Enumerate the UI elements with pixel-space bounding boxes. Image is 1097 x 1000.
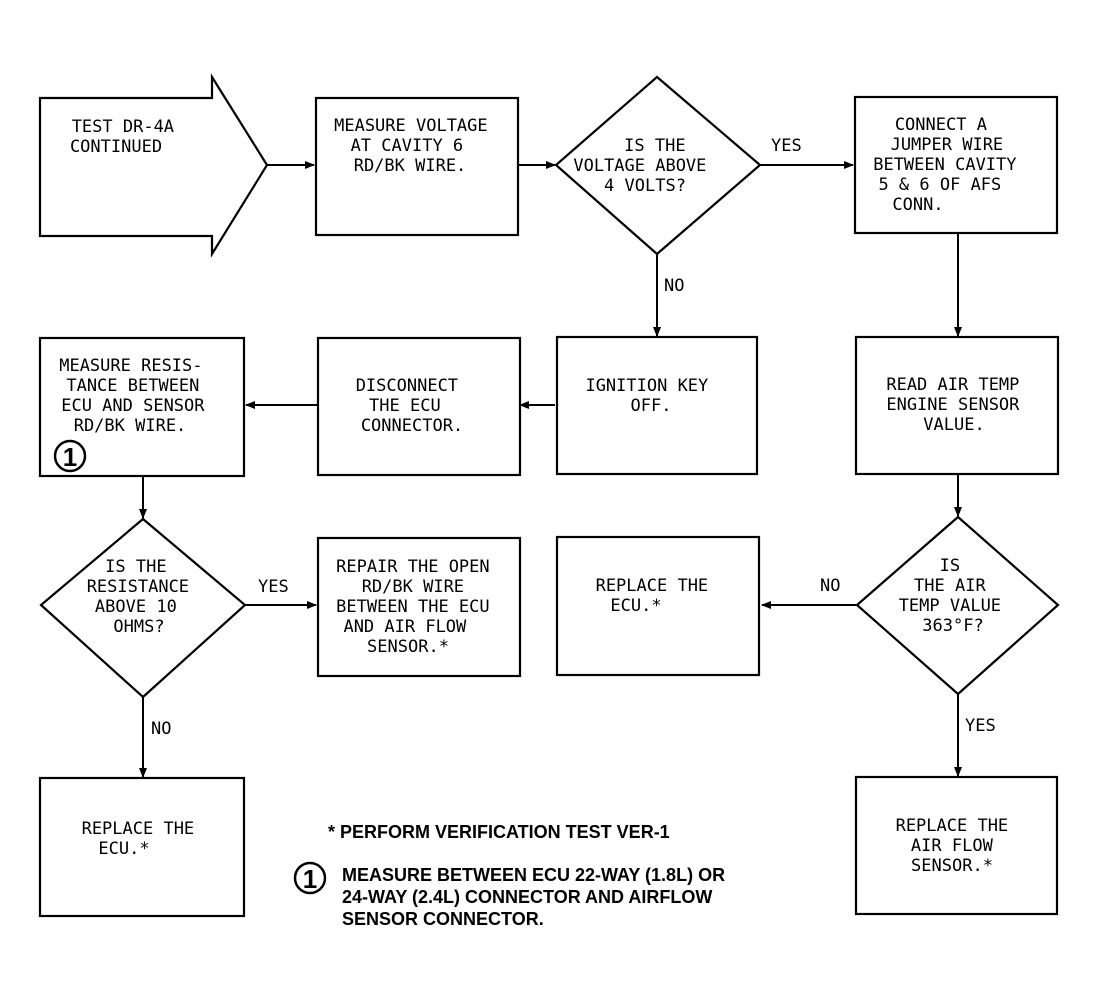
- resistance-decision-label: IS THE RESISTANCE ABOVE 10 OHMS?: [87, 557, 200, 637]
- replace-ecu-mid-label: REPLACE THE ECU.*: [596, 576, 719, 616]
- measure-resistance-label: MEASURE RESIS- TANCE BETWEEN ECU AND SEN…: [59, 356, 215, 436]
- footnote-marker-number: 1: [303, 864, 317, 894]
- measure-voltage-label: MEASURE VOLTAGE AT CAVITY 6 RD/BK WIRE.: [334, 116, 498, 176]
- disconnect-ecu-box: [316, 336, 522, 477]
- replace-ecu-mid-box: [555, 535, 761, 677]
- footnotes: * PERFORM VERIFICATION TEST VER-1 1 MEAS…: [293, 822, 730, 929]
- asterisk-footnote: * PERFORM VERIFICATION TEST VER-1: [328, 822, 670, 842]
- edge-label-resistance-yes: YES: [258, 577, 289, 597]
- replace-ecu-bottom-box: [38, 776, 246, 918]
- air-temp-decision-diamond: [855, 515, 1060, 696]
- marker-footnote-text: MEASURE BETWEEN ECU 22-WAY (1.8L) OR 24-…: [342, 865, 730, 929]
- air-temp-decision: IS THE AIR TEMP VALUE 363°F?: [855, 515, 1060, 696]
- connectors: [139, 161, 962, 778]
- step-marker-circle: [53, 439, 87, 473]
- step-marker-number: 1: [63, 442, 77, 472]
- measure-resistance-step: MEASURE RESIS- TANCE BETWEEN ECU AND SEN…: [38, 336, 246, 478]
- edge-labels: YES NO YES NO NO YES: [151, 136, 996, 739]
- voltage-decision-diamond: [554, 75, 762, 256]
- resistance-decision-diamond: [39, 517, 247, 699]
- ignition-off-label: IGNITION KEY OFF.: [585, 376, 718, 416]
- resistance-decision: IS THE RESISTANCE ABOVE 10 OHMS?: [39, 517, 247, 699]
- replace-ecu-bottom-label: REPLACE THE ECU.*: [82, 819, 205, 859]
- connect-jumper-box: [853, 95, 1059, 235]
- repair-open-step: REPAIR THE OPEN RD/BK WIRE BETWEEN THE E…: [316, 536, 522, 678]
- ignition-off-step: IGNITION KEY OFF.: [555, 335, 759, 476]
- replace-ecu-bottom-step: REPLACE THE ECU.*: [38, 776, 246, 918]
- replace-ecu-mid-step: REPLACE THE ECU.*: [555, 535, 761, 677]
- read-air-temp-box: [854, 335, 1060, 476]
- disconnect-ecu-step: DISCONNECT THE ECU CONNECTOR.: [316, 336, 522, 477]
- connect-jumper-step: CONNECT A JUMPER WIRE BETWEEN CAVITY 5 &…: [853, 95, 1059, 235]
- read-air-temp-label: READ AIR TEMP ENGINE SENSOR VALUE.: [886, 375, 1029, 435]
- start-arrow-shape: [38, 73, 269, 258]
- footnote-marker-circle: [293, 861, 327, 895]
- edge-label-voltage-no: NO: [664, 276, 684, 296]
- voltage-decision-label: IS THE VOLTAGE ABOVE 4 VOLTS?: [573, 136, 716, 196]
- repair-open-box: [316, 536, 522, 678]
- air-temp-decision-label: IS THE AIR TEMP VALUE 363°F?: [899, 556, 1012, 636]
- edge-label-air-temp-yes: YES: [965, 716, 996, 736]
- edge-label-resistance-no: NO: [151, 719, 171, 739]
- measure-voltage-box: [314, 96, 520, 237]
- replace-afs-step: REPLACE THE AIR FLOW SENSOR.*: [854, 775, 1059, 916]
- measure-voltage-step: MEASURE VOLTAGE AT CAVITY 6 RD/BK WIRE.: [314, 96, 520, 237]
- voltage-decision: IS THE VOLTAGE ABOVE 4 VOLTS?: [554, 75, 762, 256]
- repair-open-label: REPAIR THE OPEN RD/BK WIRE BETWEEN THE E…: [336, 557, 500, 657]
- read-air-temp-step: READ AIR TEMP ENGINE SENSOR VALUE.: [854, 335, 1060, 476]
- edge-label-air-temp-no: NO: [820, 576, 840, 596]
- start-node-label: TEST DR-4A CONTINUED: [70, 117, 184, 157]
- edge-label-voltage-yes: YES: [771, 136, 802, 156]
- start-node: TEST DR-4A CONTINUED: [38, 73, 269, 258]
- replace-afs-label: REPLACE THE AIR FLOW SENSOR.*: [896, 816, 1019, 876]
- disconnect-ecu-label: DISCONNECT THE ECU CONNECTOR.: [356, 376, 469, 436]
- ignition-off-box: [555, 335, 759, 476]
- connect-jumper-label: CONNECT A JUMPER WIRE BETWEEN CAVITY 5 &…: [873, 115, 1027, 215]
- replace-afs-box: [854, 775, 1059, 916]
